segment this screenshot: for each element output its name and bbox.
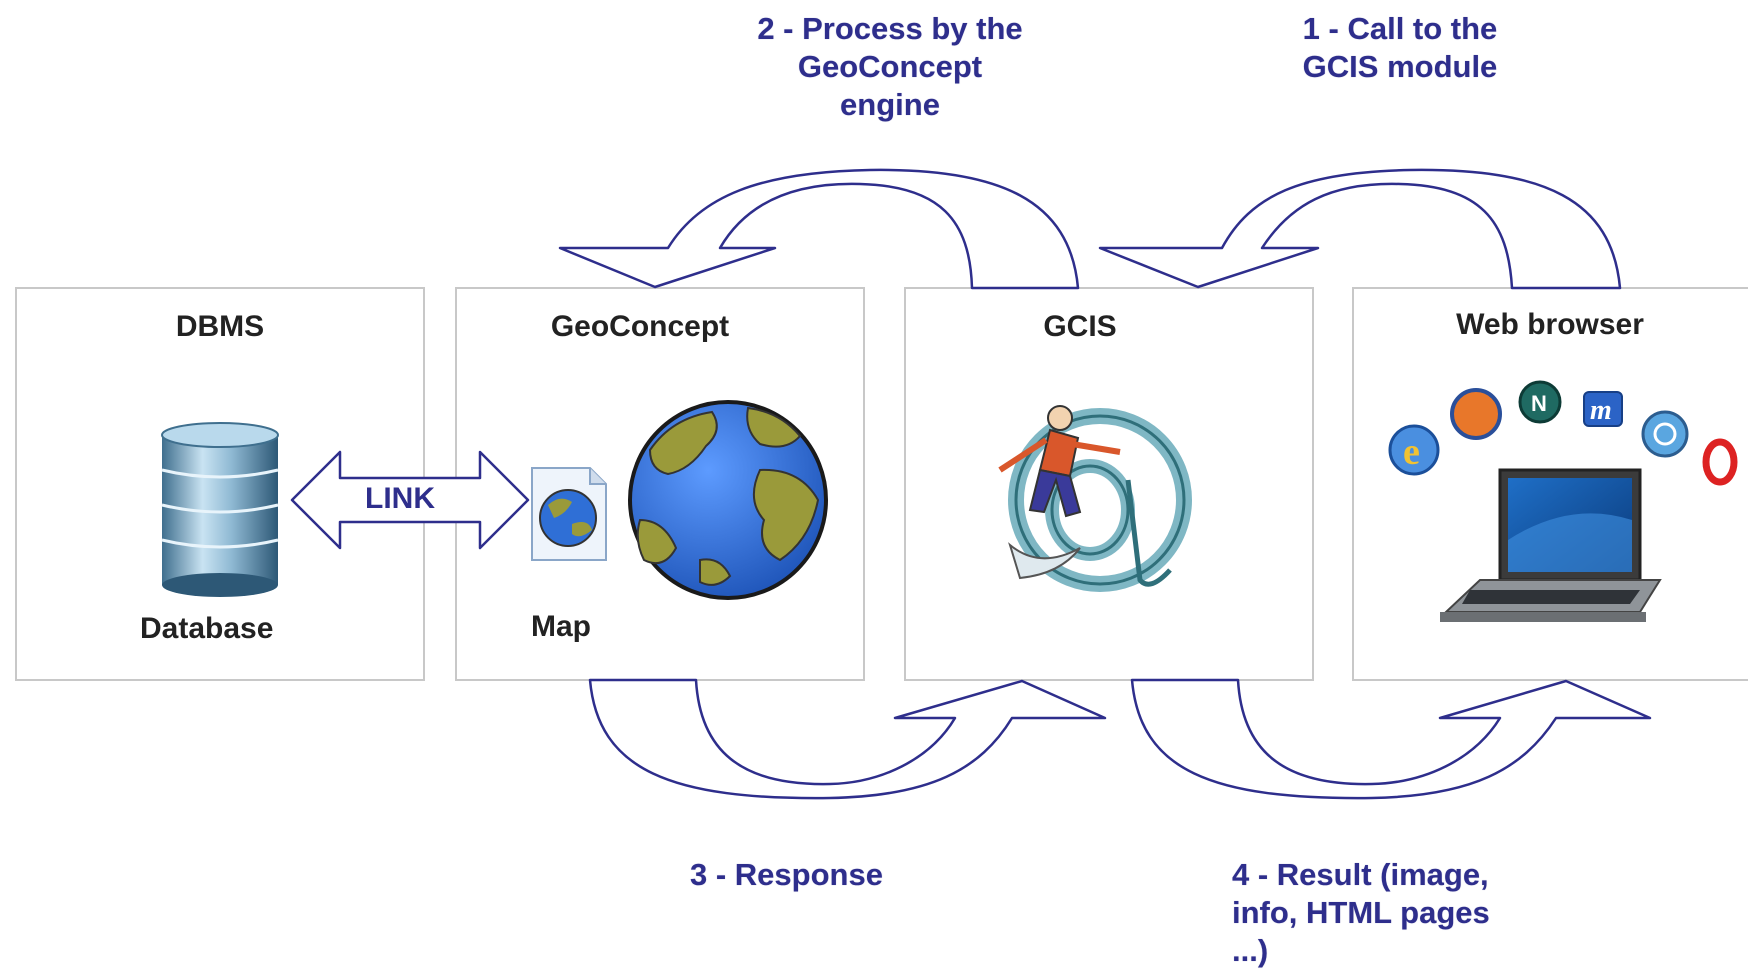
step-3-label: 3 - Response — [690, 857, 883, 892]
call-arrow — [1098, 168, 1622, 290]
gcis-title: GCIS — [1043, 310, 1117, 343]
link-label: LINK — [365, 482, 435, 515]
step-1-label: 1 - Call to the GCIS module — [1302, 11, 1498, 84]
browser-logos-icon: e N m — [1388, 380, 1738, 486]
step-2-label: 2 - Process by the GeoConcept engine — [757, 11, 1023, 122]
database-icon — [161, 422, 279, 597]
link-arrow — [290, 450, 530, 550]
globe-icon — [628, 400, 828, 600]
result-arrow — [1130, 678, 1652, 800]
dbms-title: DBMS — [175, 310, 265, 343]
svg-text:e: e — [1403, 431, 1420, 473]
process-arrow — [558, 168, 1080, 290]
gcis-box — [904, 287, 1314, 681]
map-label: Map — [531, 610, 591, 643]
browser-title: Web browser — [1456, 308, 1644, 341]
step-4-label: 4 - Result (image, info, HTML pages ...) — [1232, 857, 1490, 968]
response-arrow — [588, 678, 1107, 800]
map-file-icon — [531, 467, 607, 561]
svg-text:N: N — [1531, 391, 1547, 416]
laptop-icon — [1440, 468, 1662, 622]
svg-text:m: m — [1590, 395, 1612, 426]
surfer-at-icon — [998, 405, 1192, 592]
geoconcept-title: GeoConcept — [550, 310, 730, 343]
database-label: Database — [140, 612, 274, 645]
